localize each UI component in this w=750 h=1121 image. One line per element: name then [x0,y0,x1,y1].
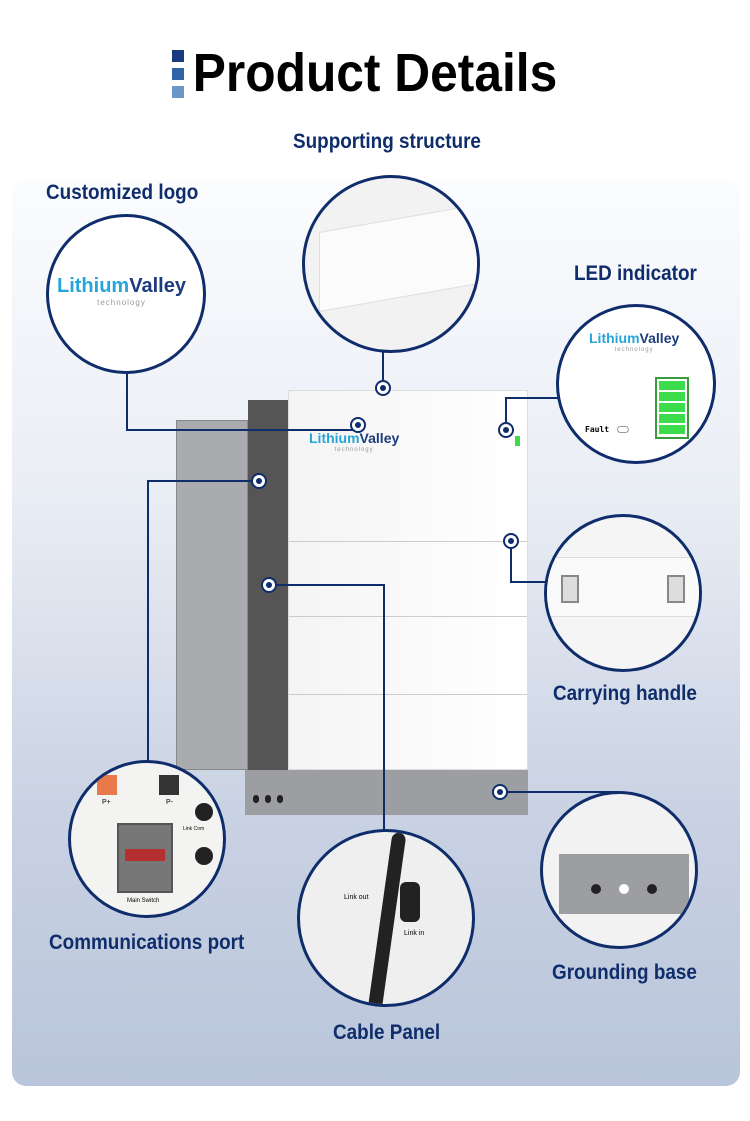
main-switch-label: Main Switch [127,898,160,904]
logo-text: Lithium [589,330,640,346]
circle-customized-logo: LithiumValley technology [46,214,206,374]
hotspot-dot [492,784,508,800]
hotspot-dot [261,577,277,593]
negative-label: P- [166,799,173,806]
connector-line [505,397,507,430]
bracket-image [319,203,477,313]
battery-body: LithiumValley technology [288,390,528,770]
label-led-indicator: LED indicator [574,262,697,285]
hotspot-dot [498,422,514,438]
logo-text: Lithium [57,275,130,297]
circle-led-indicator: LithiumValley technology Fault [556,304,716,464]
main-switch-icon [117,823,173,893]
logo-text: V [639,330,649,346]
circle-supporting-structure [302,175,480,353]
label-cable-panel: Cable Panel [333,1021,441,1044]
negative-terminal-icon [159,775,179,795]
positive-label: P+ [102,799,111,806]
battery-logo: LithiumValley technology [309,430,400,455]
handle-icon [667,575,685,603]
brand-logo: LithiumValley technology [57,275,186,308]
link-out-label: Link out [344,894,369,901]
connector-line [126,429,358,431]
connector-line [147,480,149,762]
circle-cable-panel: Link out Link in [297,829,475,1007]
hotspot-dot [251,473,267,489]
connector-line [382,350,384,388]
connector-line [510,581,546,583]
logo-text: alley [368,430,400,446]
led-logo: LithiumValley technology [589,330,680,355]
connector-line [500,791,620,793]
connector-line [505,397,558,399]
page-title: Product Details [192,43,558,103]
label-supporting-structure: Supporting structure [293,130,481,153]
battery-base [245,770,528,815]
fault-led-icon [617,426,629,433]
circle-grounding-base [540,791,698,949]
label-carrying-handle: Carrying handle [553,682,697,705]
connector-line [269,584,385,586]
label-communications-port: Communications port [49,931,245,954]
connector-line [510,541,512,583]
logo-tagline: technology [334,447,374,454]
logo-text: alley [141,275,186,297]
connector-line [383,584,385,832]
title-bars-icon [172,50,184,104]
connector-line [147,480,259,482]
label-grounding-base: Grounding base [552,961,697,984]
hotspot-dot [503,533,519,549]
fault-label: Fault [585,425,610,434]
logo-text: V [359,430,369,446]
logo-text: Lithium [309,430,360,446]
battery-level-icon [655,377,689,439]
battery-led-icon [515,436,520,446]
base-image [559,854,689,914]
battery-door [176,420,248,770]
hotspot-dot [375,380,391,396]
connector-line [126,372,128,431]
handle-icon [561,575,579,603]
hotspot-dot [350,417,366,433]
positive-terminal-icon [97,775,117,795]
circle-carrying-handle [544,514,702,672]
link-in-label: Link in [404,930,425,937]
link-label: Link Com [183,826,205,832]
logo-text: alley [648,330,680,346]
logo-tagline: technology [614,347,654,354]
label-customized-logo: Customized logo [46,181,199,204]
logo-tagline: technology [97,298,146,307]
logo-text: V [129,275,142,297]
circle-communications-port: P+ P- Main Switch Link Com [68,760,226,918]
